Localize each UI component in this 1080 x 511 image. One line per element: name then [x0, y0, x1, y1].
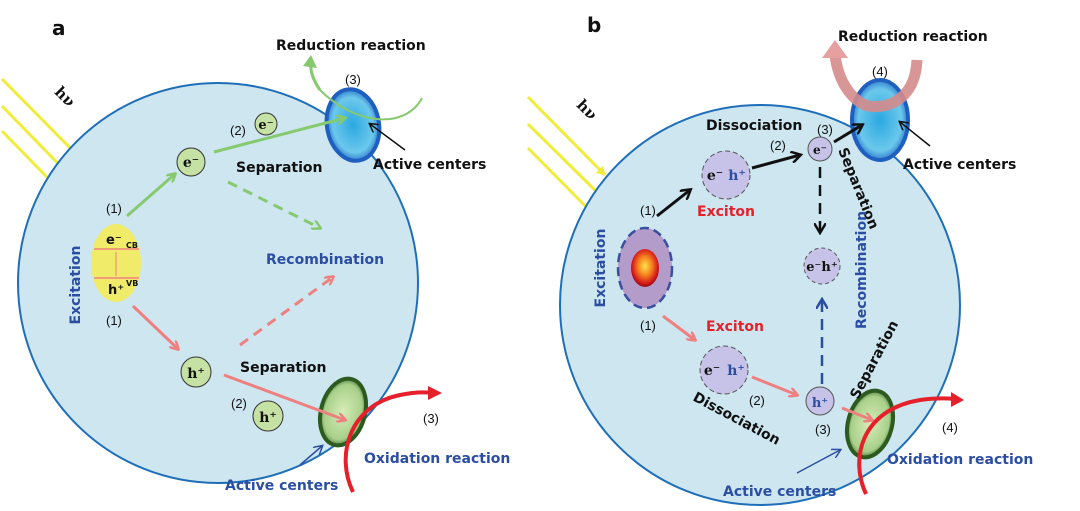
hole-particle — [252, 400, 284, 432]
electron-label: e⁻ — [813, 143, 827, 157]
hole-label: h⁺ — [812, 396, 828, 411]
step-2-label: (2) — [230, 123, 246, 138]
reduction-reaction-label: Reduction reaction — [838, 29, 988, 45]
oxidation-reaction-arrow — [343, 390, 433, 493]
dissociation-label: Dissociation — [706, 118, 802, 134]
recombined-pair — [803, 247, 841, 285]
step-1-label: (1) — [106, 313, 122, 328]
hole-recombination-arrow — [239, 277, 333, 347]
electron-transfer-arrow — [126, 174, 175, 218]
step-1-label: (1) — [106, 201, 122, 216]
photocatalyst-particle — [17, 82, 419, 484]
reduction-arrowhead-icon — [303, 55, 317, 68]
dissociation-arrow — [751, 155, 800, 170]
photoexcitation-core — [631, 249, 659, 287]
recombination-label: Recombination — [266, 252, 384, 268]
hole-label: h⁺ — [187, 366, 205, 382]
oxidation-reaction-label: Oxidation reaction — [364, 451, 510, 467]
panel-a: a hν Excitation e⁻ CB h⁺ VB (1) (1) — [0, 16, 510, 494]
electron-separation-arrow — [833, 125, 862, 144]
light-label: hν — [51, 83, 79, 111]
active-center-pointer — [900, 122, 931, 147]
band-structure: e⁻ CB h⁺ VB — [91, 224, 141, 302]
light-ray — [526, 95, 607, 177]
active-centers-label: Active centers — [903, 157, 1016, 173]
reduction-active-center — [324, 87, 382, 163]
separation-label: Separation — [236, 160, 322, 176]
oxidation-arrowhead-icon — [428, 386, 442, 400]
light-ray — [0, 77, 82, 160]
hole-separation-arrow — [223, 373, 345, 420]
vb-label: VB — [126, 279, 138, 288]
exciton-electron: e⁻ — [707, 168, 723, 184]
dissociation-arrow — [751, 375, 797, 395]
light-ray — [526, 122, 607, 202]
step-1-label: (1) — [640, 318, 656, 333]
excitation-label: Excitation — [593, 229, 609, 308]
electron-label: e⁻ — [183, 155, 199, 171]
band-hole: h⁺ — [108, 283, 124, 298]
oxidation-reaction-label: Oxidation reaction — [887, 452, 1033, 468]
electron-particle — [254, 112, 278, 136]
step-3-label: (3) — [423, 411, 439, 426]
hole-transfer-arrow — [131, 304, 178, 349]
recombined-pair-label: e⁻h⁺ — [806, 260, 837, 275]
exciton — [699, 345, 749, 395]
active-centers-label: Active centers — [225, 478, 338, 494]
oxidation-reaction-arrow — [857, 396, 956, 495]
separation-label: Separation — [240, 360, 326, 376]
exciton-electron: e⁻ — [704, 363, 720, 379]
panel-b: b hν Excitation (1) e⁻ h⁺ Exciton Dissoc… — [526, 13, 1033, 506]
exciton — [701, 150, 751, 200]
recombination-label: Recombination — [854, 211, 870, 329]
light-label: hν — [573, 96, 601, 124]
step-3-label: (3) — [345, 72, 361, 87]
step-3-label: (3) — [815, 422, 831, 437]
reduction-arrowhead-icon — [822, 40, 848, 58]
exciton-label: Exciton — [706, 319, 764, 335]
step-2-label: (2) — [749, 393, 765, 408]
oxidation-arrowhead-icon — [951, 392, 964, 407]
electron-label: e⁻ — [258, 118, 273, 133]
panel-b-label: b — [587, 13, 601, 37]
active-center-pointer — [370, 124, 406, 151]
electron-recombination-arrow — [227, 180, 320, 228]
hole-particle — [805, 386, 835, 416]
electron-particle — [176, 147, 206, 177]
hole-particle — [180, 356, 212, 388]
active-centers-label: Active centers — [723, 484, 836, 500]
hole-label: h⁺ — [259, 410, 277, 426]
exciton-hole: h⁺ — [728, 168, 746, 184]
reduction-reaction-arrow — [319, 89, 423, 121]
step-4-label: (4) — [872, 64, 888, 79]
active-center-pointer — [299, 446, 322, 466]
active-centers-label: Active centers — [373, 157, 486, 173]
panel-a-label: a — [52, 16, 66, 40]
reduction-reaction-arrow — [829, 54, 923, 113]
step-1-label: (1) — [640, 203, 656, 218]
active-center-pointer — [796, 450, 840, 474]
electron-separation-arrow — [213, 118, 345, 154]
hole-separation-arrow — [841, 406, 872, 420]
electron-particle — [807, 136, 833, 162]
exciton-label: Exciton — [697, 204, 755, 220]
exciton-formation-arrow — [656, 190, 690, 218]
step-4-label: (4) — [942, 420, 958, 435]
exciton-formation-arrow — [662, 314, 695, 340]
excitation-label: Excitation — [68, 246, 84, 325]
band-electron: e⁻ — [106, 233, 122, 248]
step-2-label: (2) — [231, 396, 247, 411]
reduction-reaction-label: Reduction reaction — [276, 38, 426, 54]
cb-label: CB — [126, 241, 138, 250]
step-3-label: (3) — [817, 122, 833, 137]
step-2-label: (2) — [770, 138, 786, 153]
exciton-hole: h⁺ — [727, 363, 745, 379]
